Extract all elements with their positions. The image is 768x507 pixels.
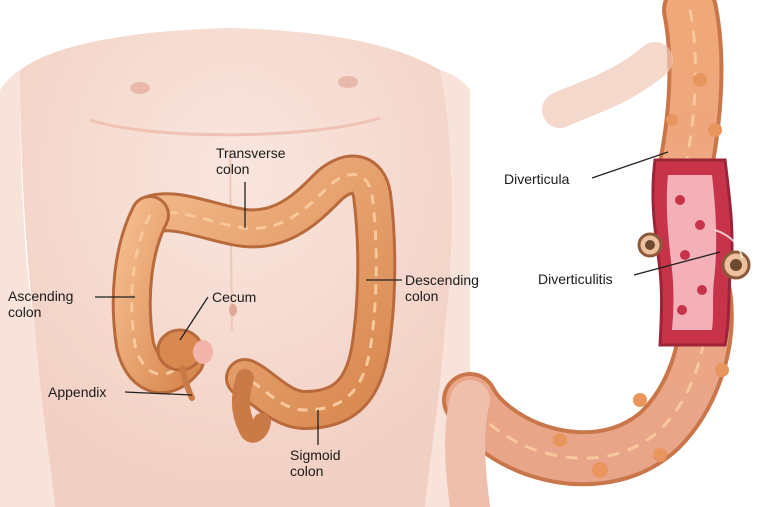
label-appendix: Appendix — [48, 384, 107, 400]
label-sigmoid-colon: Sigmoid colon — [290, 447, 341, 479]
label-ascending-colon: Ascending colon — [8, 288, 74, 320]
leader-lines — [95, 151, 721, 445]
label-transverse-colon: Transverse colon — [216, 145, 286, 177]
leader-cecum — [179, 296, 209, 341]
torso-silhouette — [0, 28, 470, 507]
label-diverticula: Diverticula — [504, 171, 570, 187]
label-cecum: Cecum — [212, 289, 257, 305]
diverticula-colon — [442, 0, 751, 507]
leader-diverticulitis — [633, 251, 721, 276]
label-descending-colon: Descending colon — [405, 272, 479, 304]
leader-diverticula — [591, 151, 669, 179]
label-diverticulitis: Diverticulitis — [538, 271, 613, 287]
leader-appendix — [124, 391, 193, 396]
